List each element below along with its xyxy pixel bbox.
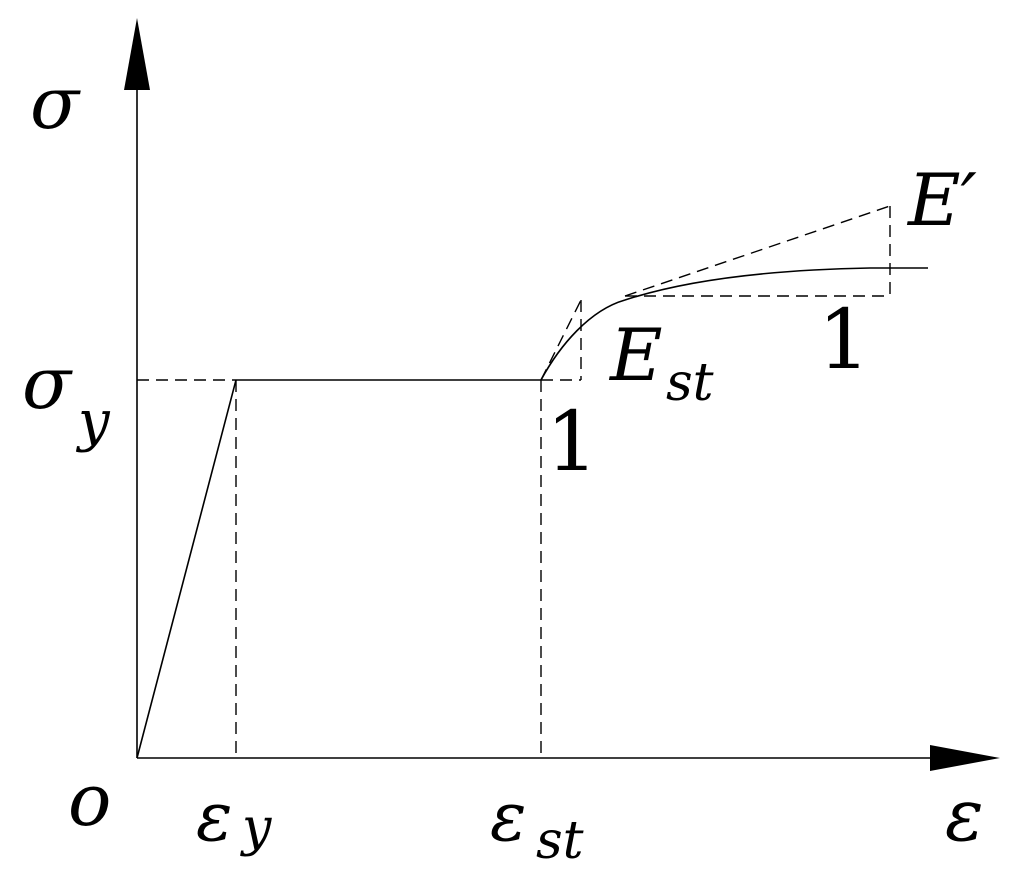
e-prime-triangle-hyp bbox=[624, 205, 891, 297]
eps-st-subscript: st bbox=[536, 811, 584, 871]
epsilon-axis-arrow bbox=[930, 745, 1000, 771]
strain-hardening-curve bbox=[540, 267, 928, 381]
e-st-triangle-hyp bbox=[540, 299, 582, 381]
elastic-branch bbox=[136, 379, 237, 759]
sigma-y-label: σ bbox=[22, 341, 73, 425]
slope-one-label-a: 1 bbox=[546, 395, 598, 490]
e-st-subscript: st bbox=[666, 353, 714, 413]
eps-y-label: ε bbox=[196, 778, 233, 857]
sigma-axis-arrow bbox=[124, 18, 150, 90]
sigma-axis-label: σ bbox=[30, 61, 81, 145]
epsilon-axis-label: ε bbox=[945, 773, 984, 857]
origin-label: o bbox=[68, 758, 111, 842]
eps-st-label: ε bbox=[490, 778, 527, 857]
e-st-label: E bbox=[608, 313, 663, 397]
slope-one-label-b: 1 bbox=[818, 293, 870, 388]
eps-y-subscript: y bbox=[240, 798, 272, 858]
sigma-y-subscript: y bbox=[75, 389, 111, 454]
e-prime-label: E′ bbox=[906, 158, 977, 242]
